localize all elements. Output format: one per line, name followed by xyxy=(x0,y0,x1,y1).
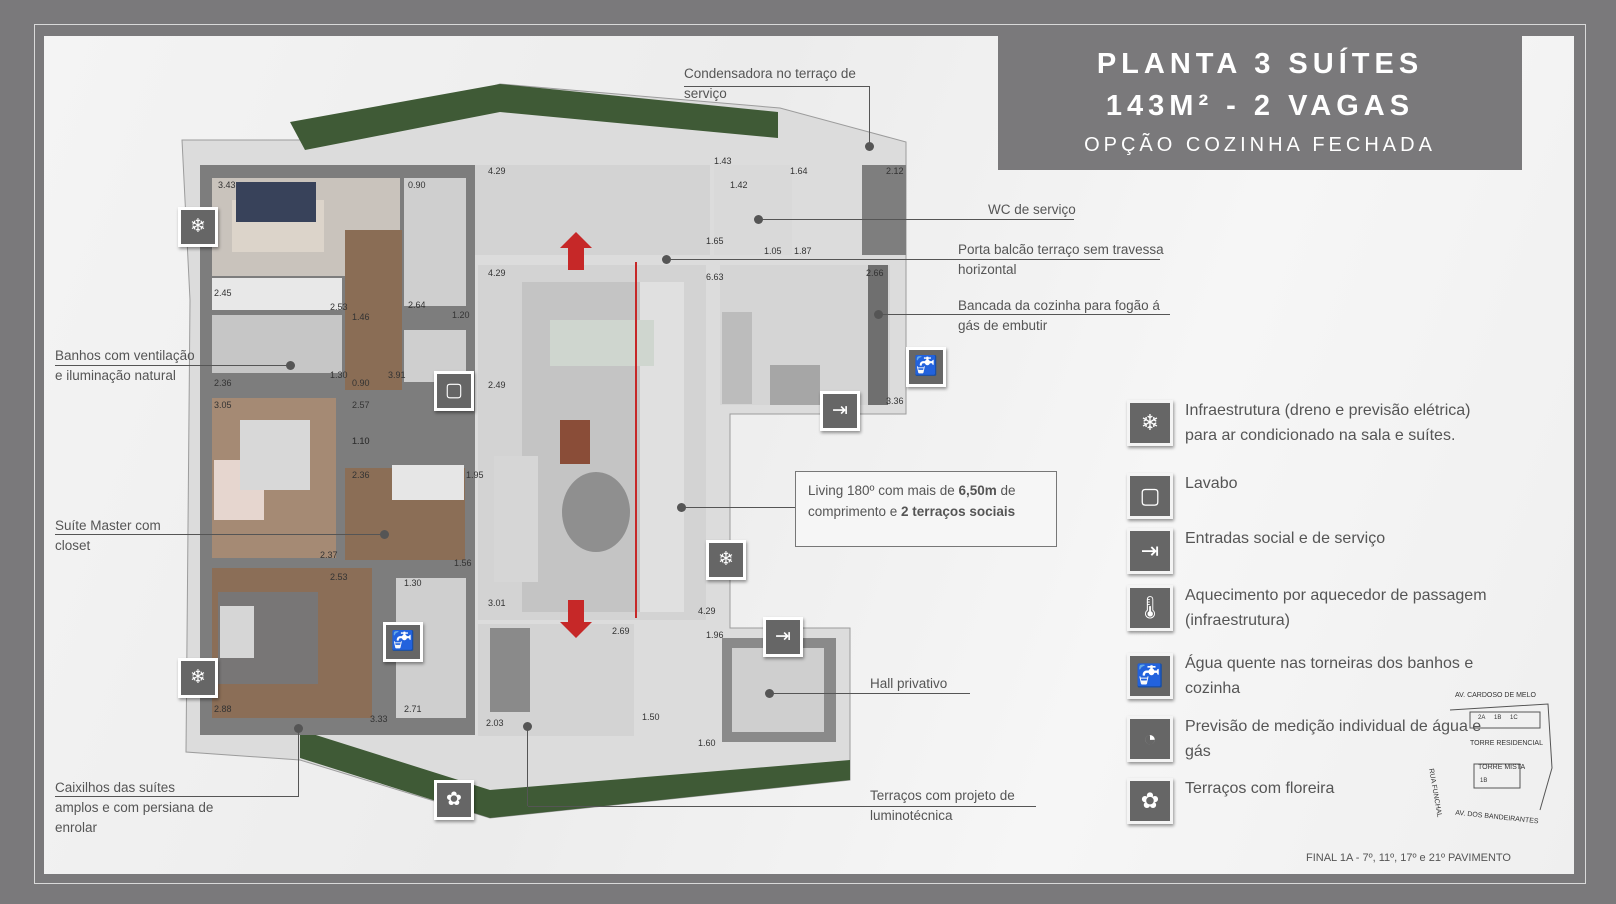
snowflake-icon: ❄ xyxy=(706,540,746,580)
dimension-label: 2.53 xyxy=(330,302,348,312)
dimension-label: 1.42 xyxy=(730,180,748,190)
dimension-label: 4.29 xyxy=(488,268,506,278)
dimension-label: 3.33 xyxy=(370,714,388,724)
dimension-label: 2.69 xyxy=(612,626,630,636)
planter-icon: ✿ xyxy=(1127,778,1173,824)
dimension-label: 1.50 xyxy=(642,712,660,722)
snowflake-icon: ❄ xyxy=(178,658,218,698)
map-number-2: 1B xyxy=(1494,715,1502,721)
dimension-label: 2.37 xyxy=(320,550,338,560)
dimension-label: 2.12 xyxy=(886,166,904,176)
dimension-label: 0.90 xyxy=(352,378,370,388)
legend-text: Previsão de medição individual de água e… xyxy=(1185,718,1482,760)
outer-frame xyxy=(34,24,1586,884)
map-number-4: 1B xyxy=(1480,778,1488,784)
gauge-icon: ◔ xyxy=(1127,716,1173,762)
dimension-label: 4.29 xyxy=(698,606,716,616)
dimension-label: 1.56 xyxy=(454,558,472,568)
faucet-icon: 🚰 xyxy=(383,622,423,662)
entrance-icon: ⇥ xyxy=(820,391,860,431)
dimension-label: 0.90 xyxy=(408,180,426,190)
dimension-label: 1.87 xyxy=(794,246,812,256)
planter-icon: ✿ xyxy=(434,780,474,820)
callout-wc: WC de serviço xyxy=(988,202,1076,217)
dimension-label: 3.43 xyxy=(218,180,236,190)
dimension-label: 1.65 xyxy=(706,236,724,246)
callout-caixilhos: Caixilhos das suítes amplos e com persia… xyxy=(55,780,214,835)
dimension-label: 1.64 xyxy=(790,166,808,176)
dimension-label: 3.01 xyxy=(488,598,506,608)
dimension-label: 3.05 xyxy=(214,400,232,410)
title-line1: PLANTA 3 SUÍTES xyxy=(1096,48,1424,80)
tower-1: TORRE RESIDENCIAL xyxy=(1470,740,1543,747)
faucet-icon: 🚰 xyxy=(906,347,946,387)
legend-text: Aquecimento por aquecedor de passagem (i… xyxy=(1185,587,1487,629)
footer-note: FINAL 1A - 7º, 11º, 17º e 21º PAVIMENTO xyxy=(1306,852,1511,864)
dimension-label: 2.36 xyxy=(352,470,370,480)
callout-suite: Suíte Master com closet xyxy=(55,518,161,553)
title-line3: OPÇÃO COZINHA FECHADA xyxy=(1084,134,1436,156)
dimension-label: 2.71 xyxy=(404,704,422,714)
legend-text: Entradas social e de serviço xyxy=(1185,530,1386,547)
dimension-label: 1.30 xyxy=(330,370,348,380)
street-1: AV. CARDOSO DE MELO xyxy=(1455,692,1536,699)
thermometer-icon: 🌡 xyxy=(1127,585,1173,631)
dimension-label: 6.63 xyxy=(706,272,724,282)
callout-porta: Porta balcão terraço sem travessa horizo… xyxy=(958,242,1164,277)
entrance-icon: ⇥ xyxy=(763,617,803,657)
lavabo-icon: ▢ xyxy=(1127,473,1173,519)
callout-banhos: Banhos com ventilação e iluminação natur… xyxy=(55,348,195,383)
snowflake-icon: ❄ xyxy=(178,207,218,247)
dimension-label: 1.10 xyxy=(352,436,370,446)
dimension-label: 1.10 xyxy=(352,436,370,446)
dimension-label: 3.91 xyxy=(388,370,406,380)
title-line2: 143M² - 2 VAGAS xyxy=(1105,90,1415,122)
legend-text: Infraestrutura (dreno e previsão elétric… xyxy=(1185,402,1471,444)
title-box: PLANTA 3 SUÍTES 143M² - 2 VAGAS OPÇÃO CO… xyxy=(998,34,1522,170)
dimension-label: 1.95 xyxy=(466,470,484,480)
dimension-label: 2.45 xyxy=(214,288,232,298)
dimension-label: 4.29 xyxy=(488,166,506,176)
callout-condensadora: Condensadora no terraço de serviço xyxy=(684,66,856,101)
dimension-label: 3.36 xyxy=(886,396,904,406)
dimension-label: 2.53 xyxy=(330,572,348,582)
dimension-label: 1.20 xyxy=(452,310,470,320)
dimension-label: 2.57 xyxy=(352,400,370,410)
dimension-label: 1.30 xyxy=(404,578,422,588)
legend-text: Água quente nas torneiras dos banhos e c… xyxy=(1185,655,1474,697)
dimension-label: 2.64 xyxy=(408,300,426,310)
dimension-label: 1.46 xyxy=(352,312,370,322)
dimension-label: 1.96 xyxy=(706,630,724,640)
dimension-label: 2.49 xyxy=(488,380,506,390)
tower-2: TORRE MISTA xyxy=(1478,764,1526,771)
faucet-icon: 🚰 xyxy=(1127,653,1173,699)
lavabo-icon: ▢ xyxy=(434,371,474,411)
map-number-1: 2A xyxy=(1478,715,1486,721)
entrance-icon: ⇥ xyxy=(1127,528,1173,574)
map-number-3: 1C xyxy=(1510,715,1518,721)
living-callout-text: Living 180º com mais de 6,50m de comprim… xyxy=(808,483,1016,519)
dimension-label: 1.05 xyxy=(764,246,782,256)
dimension-label: 2.36 xyxy=(214,378,232,388)
location-map xyxy=(1449,703,1553,811)
callout-terracos: Terraços com projeto de luminotécnica xyxy=(870,788,1015,823)
callout-bancada: Bancada da cozinha para fogão á gás de e… xyxy=(958,298,1160,333)
legend-text: Terraços com floreira xyxy=(1185,780,1335,797)
snowflake-icon: ❄ xyxy=(1127,400,1173,446)
dimension-label: 2.66 xyxy=(866,268,884,278)
dimension-label: 2.03 xyxy=(486,718,504,728)
dimension-label: 2.88 xyxy=(214,704,232,714)
living-callout-box: Living 180º com mais de 6,50m de comprim… xyxy=(795,471,1057,547)
dimension-label: 1.60 xyxy=(698,738,716,748)
dimension-label: 1.43 xyxy=(714,156,732,166)
callout-hall: Hall privativo xyxy=(870,676,948,691)
legend-text: Lavabo xyxy=(1185,475,1238,492)
